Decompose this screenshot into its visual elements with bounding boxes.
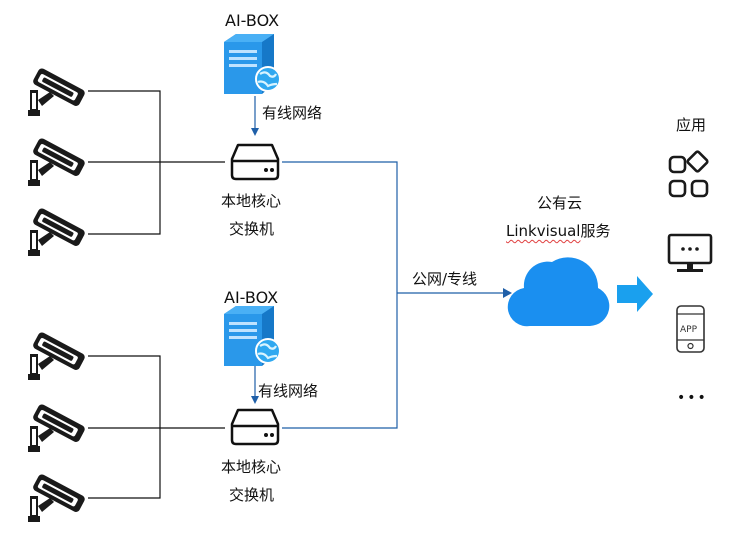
more-apps-ellipsis: ••• <box>677 390 708 406</box>
ai-box-server-icon <box>222 32 282 96</box>
service-name: Linkvisual <box>506 222 581 240</box>
wired-network-label: 有线网络 <box>262 104 323 122</box>
arrowhead-1 <box>251 128 259 136</box>
camera-icon <box>28 67 87 116</box>
public-network-label: 公网/专线 <box>412 270 478 288</box>
camera-icon <box>28 473 87 522</box>
uplink-lines <box>254 96 505 429</box>
ai-box-label: AI-BOX <box>224 288 279 307</box>
cloud-service-label: Linkvisual服务 <box>506 222 610 240</box>
camera-icon <box>28 331 87 380</box>
monitor-icon <box>667 233 713 272</box>
core-switch-label-line2: 交换机 <box>229 220 275 238</box>
camera-icon <box>28 207 87 256</box>
apps-title: 应用 <box>676 116 707 134</box>
core-switch-label-line1: 本地核心 <box>221 458 282 476</box>
cloud-icon <box>507 257 610 327</box>
cloud-title: 公有云 <box>537 194 583 212</box>
arrowhead-2 <box>251 396 259 404</box>
wired-network-label: 有线网络 <box>258 382 319 400</box>
core-switch-label-line2: 交换机 <box>229 486 275 504</box>
camera-icon <box>28 137 87 186</box>
switch-icon <box>230 143 280 181</box>
output-arrow-icon <box>617 276 653 312</box>
ai-box-server-icon <box>222 304 282 368</box>
camera-icon <box>28 403 87 452</box>
mobile-app-icon <box>676 305 705 353</box>
ai-box-label: AI-BOX <box>225 11 280 30</box>
app-grid-icon <box>668 150 709 198</box>
app-badge-label: APP <box>680 325 698 335</box>
core-switch-label-line1: 本地核心 <box>221 192 282 210</box>
switch-icon <box>230 408 280 446</box>
service-suffix: 服务 <box>580 222 611 240</box>
arrowhead-3 <box>503 288 512 298</box>
camera-wires <box>88 90 225 499</box>
